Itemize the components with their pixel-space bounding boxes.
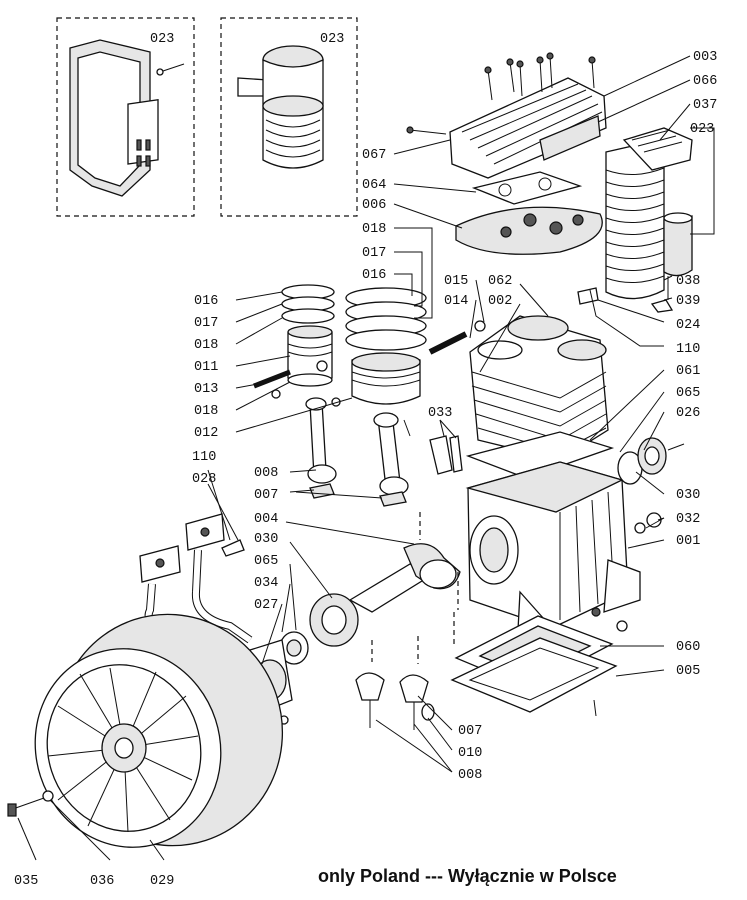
label-024: 024 [676, 318, 700, 333]
label-036: 036 [90, 874, 114, 889]
flywheel [7, 613, 284, 848]
label-037: 037 [693, 98, 717, 113]
label-015: 015 [444, 274, 468, 289]
rod-caps [355, 612, 455, 730]
label-014: 014 [444, 294, 468, 309]
cylinder-head-group [406, 52, 607, 255]
piston-group-right [331, 287, 486, 507]
label-008-top: 008 [254, 466, 278, 481]
piston-group-left [253, 284, 337, 499]
label-026: 026 [676, 406, 700, 421]
bearing-cover-right [617, 437, 685, 534]
label-033: 033 [428, 406, 452, 421]
intercooler-group [577, 127, 693, 313]
label-110-right: 110 [676, 342, 700, 357]
label-032: 032 [676, 512, 700, 527]
label-017-top: 017 [362, 246, 386, 261]
label-027: 027 [254, 598, 278, 613]
label-034: 034 [254, 576, 278, 591]
label-012: 012 [194, 426, 218, 441]
label-018-top: 018 [362, 222, 386, 237]
label-016-left: 016 [194, 294, 218, 309]
label-023-inset-left: 023 [150, 32, 174, 47]
label-023-inset-right: 023 [320, 32, 344, 47]
label-029: 029 [150, 874, 174, 889]
leader-lines [17, 55, 715, 861]
label-039: 039 [676, 294, 700, 309]
label-002: 002 [488, 294, 512, 309]
label-010: 010 [458, 746, 482, 761]
label-065-right: 065 [676, 386, 700, 401]
label-035: 035 [14, 874, 38, 889]
label-061: 061 [676, 364, 700, 379]
label-030-left: 030 [254, 532, 278, 547]
label-067: 067 [362, 148, 386, 163]
label-016-top: 016 [362, 268, 386, 283]
label-007-top: 007 [254, 488, 278, 503]
label-007-bottom: 007 [458, 724, 482, 739]
label-064: 064 [362, 178, 386, 193]
label-062: 062 [488, 274, 512, 289]
label-017-left: 017 [194, 316, 218, 331]
label-023: 023 [690, 122, 714, 137]
label-005: 005 [676, 664, 700, 679]
inset-left-filter-housing: 023 [56, 17, 195, 217]
part-labels: 003 066 037 023 067 064 006 018 017 016 … [14, 50, 717, 889]
label-110-left: 110 [192, 450, 216, 465]
crankshaft [348, 512, 461, 613]
label-003: 003 [693, 50, 717, 65]
label-004: 004 [254, 512, 278, 527]
label-038: 038 [676, 274, 700, 289]
cylinder-block [465, 315, 615, 479]
label-060: 060 [676, 640, 700, 655]
label-001: 001 [676, 534, 700, 549]
label-011: 011 [194, 360, 218, 375]
oil-sump-cover [450, 607, 628, 717]
label-008-bottom: 008 [458, 768, 482, 783]
label-028: 028 [192, 472, 216, 487]
label-018-left: 018 [194, 338, 218, 353]
footer-note: only Poland --- Wyłącznie w Polsce [318, 866, 617, 886]
label-006: 006 [362, 198, 386, 213]
label-065-left: 065 [254, 554, 278, 569]
label-018-lower: 018 [194, 404, 218, 419]
inset-right-air-filter: 023 [220, 17, 358, 217]
label-030-right: 030 [676, 488, 700, 503]
label-066: 066 [693, 74, 717, 89]
label-013: 013 [194, 382, 218, 397]
